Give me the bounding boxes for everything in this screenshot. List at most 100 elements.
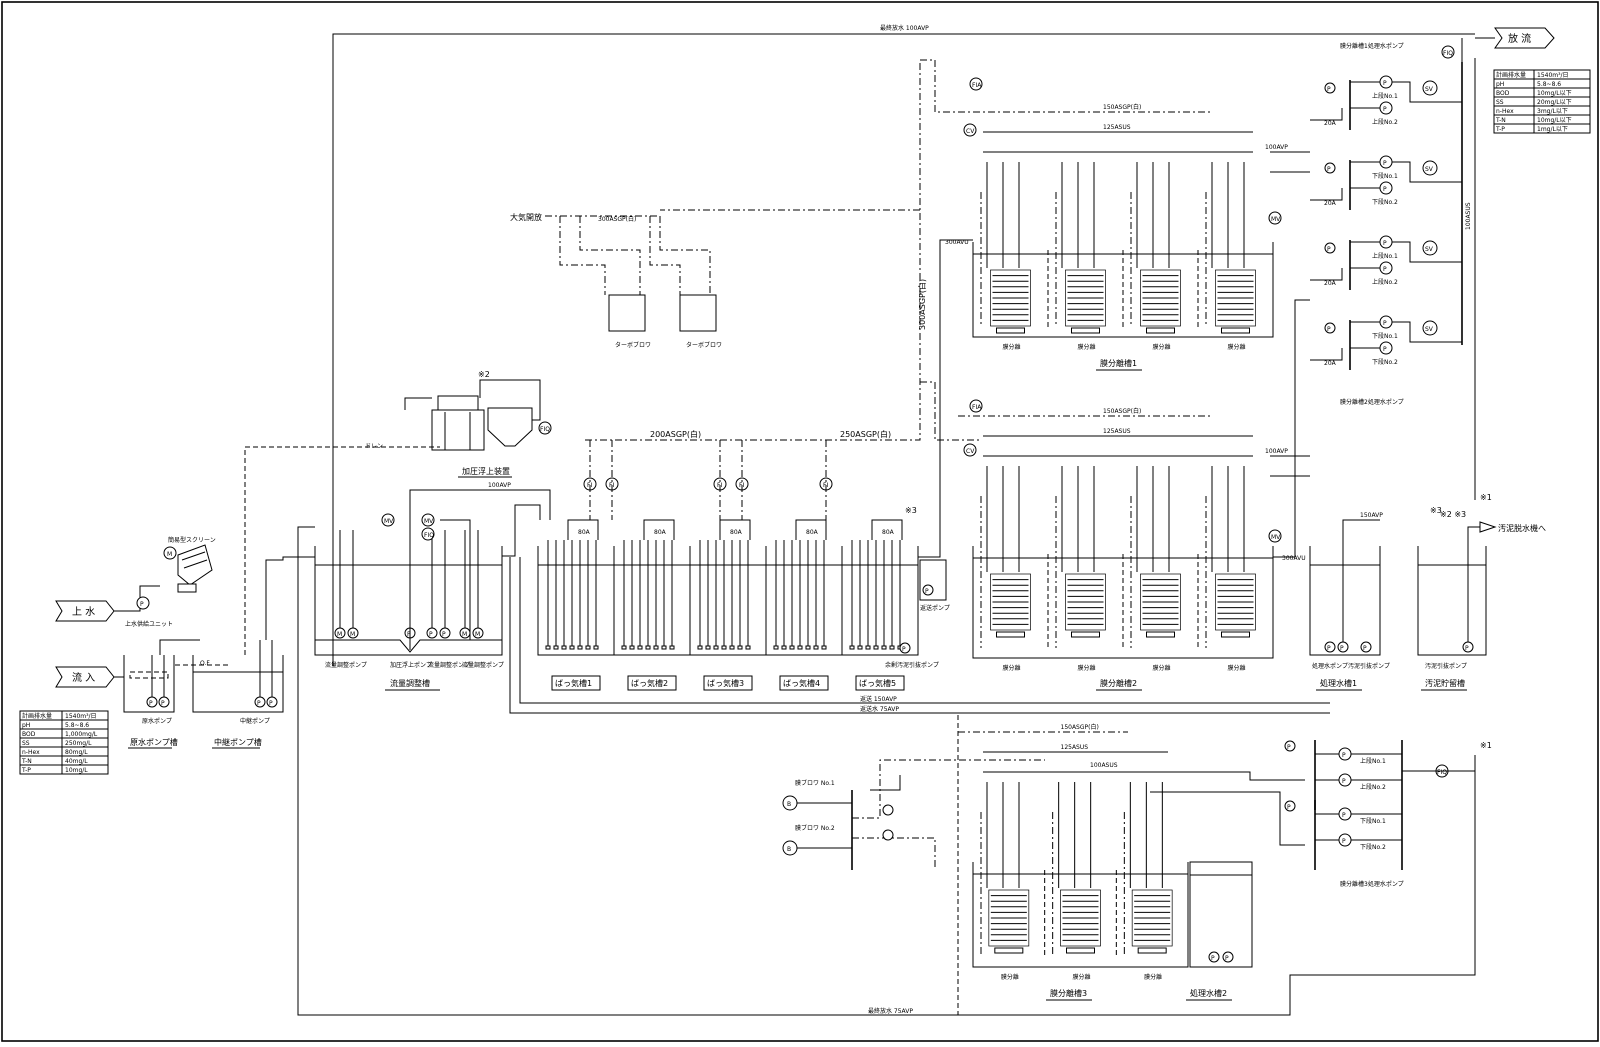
svg-text:MV: MV: [424, 518, 434, 525]
aeration-size-label: 80A: [730, 529, 743, 536]
diffuser-base: [996, 327, 1025, 334]
bypass-line: 最終放水 100AVP: [332, 24, 1475, 666]
permeate-pump-letter: P: [1342, 778, 1346, 785]
membrane-module: [1060, 889, 1101, 954]
membrane-module: [988, 889, 1030, 954]
pump-duty-label: 上段No.1: [1372, 92, 1398, 100]
pump-duty-label: 下段No.2: [1360, 843, 1386, 851]
diffuser-head: [873, 645, 879, 650]
svg-text:P: P: [140, 601, 144, 608]
diffuser-head: [781, 645, 787, 650]
aeration-name-box: [551, 675, 601, 691]
eq-pump-label-1: 流量調整ポンプ: [325, 661, 367, 669]
diffuser-head: [797, 645, 803, 650]
aeration-tank-name: ばっ気槽4: [783, 678, 820, 688]
eq-to-aeration-lines: 100AVP MV MV FIQ: [381, 482, 551, 650]
spec-value: 20mg/L以下: [1537, 99, 1572, 106]
city-water-pump-icon: [136, 596, 150, 610]
pump-duty-label: 上段No.1: [1372, 252, 1398, 260]
aeration-tank-name: ばっ気槽2: [631, 678, 668, 688]
spec-key: BOD: [22, 731, 36, 738]
eq-pump-letter: M: [462, 631, 467, 638]
svg-text:P: P: [149, 700, 153, 707]
svg-text:300ASGP(白): 300ASGP(白): [598, 215, 636, 223]
return-75-label: 返送水 75AVP: [860, 705, 899, 713]
pressure-gauge-text: P: [1327, 246, 1331, 253]
solenoid-valve-text: SV: [1425, 326, 1434, 333]
diffuser-head: [849, 645, 855, 650]
pressure-gauge-icon: [1324, 242, 1336, 254]
diffuser-head: [661, 645, 667, 650]
strainer: 簡易型スクリーン M: [163, 536, 216, 593]
permeate-pump-letter: P: [1383, 186, 1387, 193]
relay-pump-label: 中継ポンプ: [240, 717, 270, 725]
pump-bank-3-label: 膜分離槽3処理水ポンプ: [1340, 880, 1404, 888]
note-23: ※2 ※3: [1440, 510, 1466, 519]
inflow-label: 流 入: [72, 671, 95, 684]
aeration-name-box: [779, 675, 829, 691]
pump-duty-label: 上段No.2: [1360, 783, 1386, 791]
pump-duty-label: 下段No.2: [1372, 358, 1398, 366]
bypass-label: 最終放水 100AVP: [880, 24, 929, 32]
excess-sludge-pump-label: 余剰汚泥引抜ポンプ: [885, 661, 939, 669]
module-label: 膜分離: [1078, 664, 1096, 672]
note-1-low: ※1: [1480, 741, 1492, 750]
air-200-label: 200ASGP(白): [650, 429, 701, 439]
pump-discharge: [1392, 161, 1462, 183]
aeration-branch: [795, 519, 827, 540]
treated-water-tank-2: P P 処理水槽2: [1186, 861, 1253, 1001]
spec-value: 5.8~8.6: [65, 722, 89, 729]
turbo-blower-1: [608, 294, 646, 332]
pressure-gauge-text: P: [1287, 744, 1291, 751]
pipe-size-label: 150ASGP(白): [1103, 407, 1141, 415]
flow-eq-name: 流量調整槽: [390, 678, 430, 688]
diffuser-head: [773, 645, 779, 650]
pipe-size-label: 100AVP: [1265, 448, 1288, 455]
raw-pump-pit: P P 原水ポンプ 原水ポンプ槽: [123, 639, 200, 749]
solenoid-valve-text: SV: [1425, 246, 1434, 253]
eq-pump-letter: P: [442, 631, 446, 638]
spec-value: 1540m³/日: [65, 713, 97, 720]
city-water-label: 上 水: [72, 606, 95, 618]
control-valve-icon: [963, 443, 977, 457]
aeration-branch: [719, 519, 751, 540]
diffuser-head: [821, 645, 827, 650]
aeration-extras: P 余剰汚泥引抜ポンプ ※3 P 返送ポンプ 返送 150AVP 返送水 75A…: [509, 506, 1330, 714]
motor-valve-icon: [1268, 529, 1282, 543]
pressure-gauge-icon: [1284, 800, 1296, 812]
pump-duty-label: 下段No.1: [1372, 332, 1398, 340]
spec-val-cell: [61, 764, 109, 775]
svg-text:M: M: [167, 551, 172, 558]
svg-text:P: P: [1327, 645, 1331, 652]
return-pump-label: 返送ポンプ: [920, 604, 950, 612]
module-label: 膜分離: [1153, 343, 1171, 351]
pump-inlet: [1310, 188, 1343, 201]
svg-text:P: P: [925, 588, 929, 595]
turbo-blowers: 大気開放 ターボブロワ ターボブロワ 300ASGP(白): [510, 212, 722, 349]
aeration-size-label: 80A: [806, 529, 819, 536]
pump-inlet: [1310, 108, 1343, 121]
svg-text:100AVP: 100AVP: [488, 482, 511, 489]
solenoid-valve-icon: [1422, 240, 1438, 256]
motor-valve-text: MV: [1271, 534, 1281, 541]
diffuser-head: [705, 645, 711, 650]
membrane-tank-wall: [972, 862, 1189, 968]
diffuser-head: [637, 645, 643, 650]
membrane-module: [1215, 573, 1256, 638]
diffuser-head: [881, 645, 887, 650]
air-drop-mem2: [934, 382, 980, 441]
aeration-branch: [567, 519, 599, 540]
pump-discharge: [1392, 241, 1462, 263]
aeration-tank-name: ばっ気槽5: [859, 678, 896, 688]
solenoid-valve-text: SV: [1425, 166, 1434, 173]
spec-key: pH: [1496, 81, 1504, 88]
diffuser-base: [1221, 631, 1250, 638]
eq-pump-label-3: 流量調整ポンプ: [428, 661, 470, 669]
svg-text:FIQ: FIQ: [1443, 50, 1453, 57]
membrane-tank-3: 膜分離膜分離膜分離125ASUS150ASGP(白)100ASUS: [957, 715, 1305, 1015]
pump-inlet: [1310, 348, 1343, 361]
pump-inlet: [1310, 268, 1343, 281]
